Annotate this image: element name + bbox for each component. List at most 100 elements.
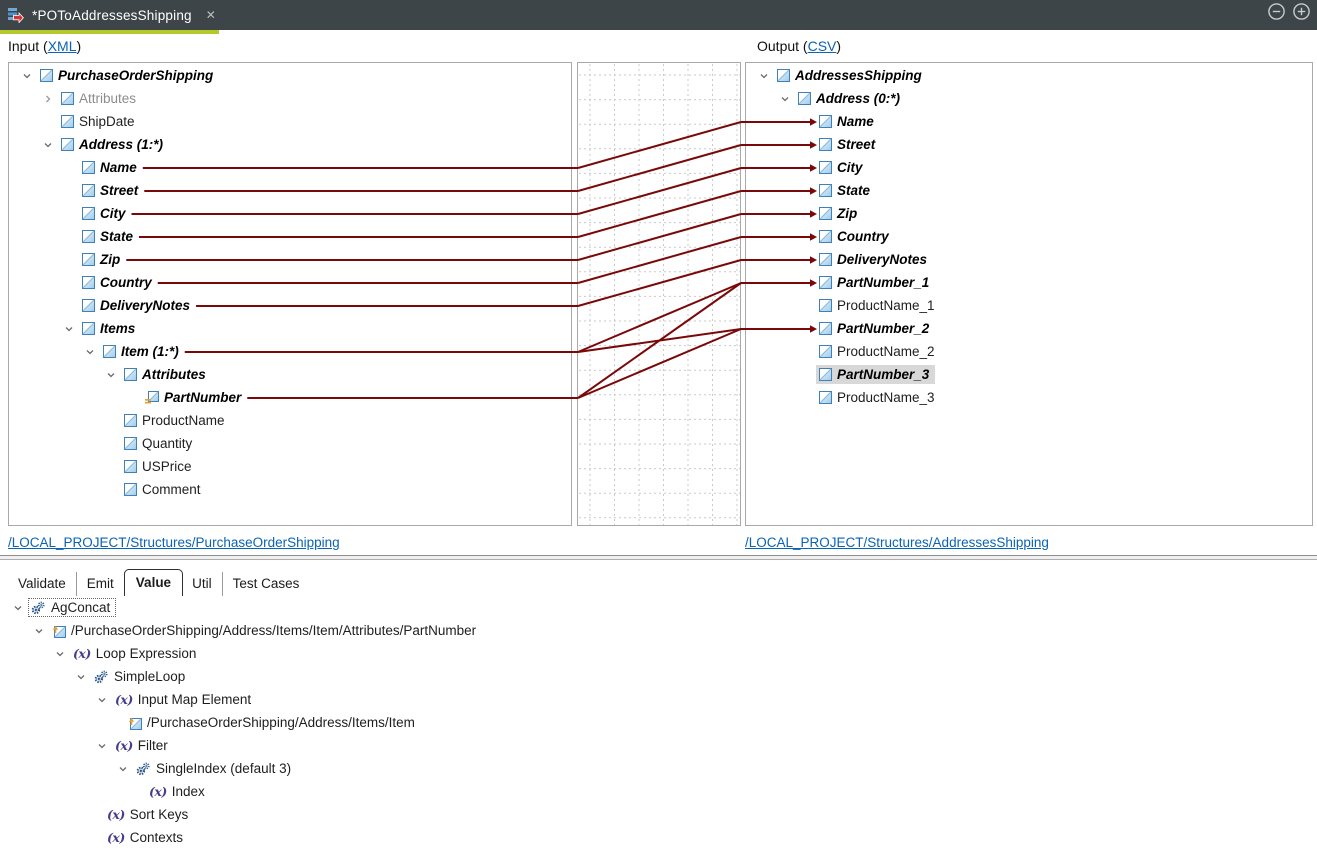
tree-row[interactable]: ProductName [9, 409, 571, 432]
chevron-down-icon[interactable] [80, 340, 100, 363]
chevron-down-icon[interactable] [113, 757, 133, 780]
chevron-spacer [796, 248, 816, 271]
circle-minus-icon[interactable] [1267, 2, 1286, 21]
tree-row[interactable]: State [9, 225, 571, 248]
output-header: Output (CSV) [757, 38, 842, 54]
tree-row[interactable]: Address (0:*) [746, 87, 1312, 110]
circle-plus-icon[interactable] [1292, 2, 1311, 21]
tree-row[interactable]: /PurchaseOrderShipping/Address/Items/Ite… [0, 711, 1317, 734]
chevron-down-icon[interactable] [101, 363, 121, 386]
chevron-down-icon[interactable] [71, 665, 91, 688]
tree-row[interactable]: ProductName_3 [746, 386, 1312, 409]
tree-row[interactable]: Country [9, 271, 571, 294]
tree-row[interactable]: ShipDate [9, 110, 571, 133]
tree-row[interactable]: (x)Sort Keys [0, 803, 1317, 826]
tree-row-content: Street [79, 181, 144, 200]
document-tab[interactable]: *POToAddressesShipping ✕ [0, 0, 226, 30]
tree-node-icon [819, 345, 832, 358]
tree-row[interactable]: (x)Index [0, 780, 1317, 803]
tree-row[interactable]: PartNumber_2 [746, 317, 1312, 340]
tree-item-label: Contexts [129, 830, 184, 845]
tree-row[interactable]: USPrice [9, 455, 571, 478]
tree-node-icon [82, 253, 95, 266]
horizontal-splitter[interactable] [0, 555, 1317, 560]
tree-item-label: Street [837, 137, 876, 152]
tree-row[interactable]: AddressesShipping [746, 64, 1312, 87]
tree-row[interactable]: Name [746, 110, 1312, 133]
tree-row[interactable]: /PurchaseOrderShipping/Address/Items/Ite… [0, 619, 1317, 642]
tab-util[interactable]: Util [182, 572, 223, 596]
input-format-link[interactable]: XML [47, 38, 77, 54]
tree-row[interactable]: SimpleLoop [0, 665, 1317, 688]
tree-row[interactable]: SingleIndex (default 3) [0, 757, 1317, 780]
tree-row[interactable]: ProductName_1 [746, 294, 1312, 317]
tree-row[interactable]: Items [9, 317, 571, 340]
tree-row[interactable]: PartNumber [9, 386, 571, 409]
tree-row[interactable]: DeliveryNotes [746, 248, 1312, 271]
tree-row[interactable]: (x)Filter [0, 734, 1317, 757]
chevron-down-icon[interactable] [775, 87, 795, 110]
chevron-spacer [59, 156, 79, 179]
tree-row-content: SimpleLoop [91, 667, 191, 686]
tree-row[interactable]: ProductName_2 [746, 340, 1312, 363]
tree-row[interactable]: PartNumber_3 [746, 363, 1312, 386]
tree-item-label: City [100, 206, 126, 221]
tree-row[interactable]: State [746, 179, 1312, 202]
tree-row[interactable]: Street [746, 133, 1312, 156]
tree-row[interactable]: City [9, 202, 571, 225]
tree-row[interactable]: Attributes [9, 87, 571, 110]
chevron-down-icon[interactable] [17, 64, 37, 87]
tree-row[interactable]: Item (1:*) [9, 340, 571, 363]
transform-gears-icon [31, 601, 46, 615]
tree-row[interactable]: Country [746, 225, 1312, 248]
tree-row[interactable]: Comment [9, 478, 571, 501]
chevron-spacer [796, 202, 816, 225]
chevron-down-icon[interactable] [29, 619, 49, 642]
input-structure-link[interactable]: /LOCAL_PROJECT/Structures/PurchaseOrderS… [8, 535, 340, 550]
tree-row[interactable]: AgConcat [0, 596, 1317, 619]
tab-test-cases[interactable]: Test Cases [232, 576, 300, 591]
chevron-spacer [796, 179, 816, 202]
tree-node-icon [819, 184, 832, 197]
tree-row[interactable]: (x)Loop Expression [0, 642, 1317, 665]
tab-emit[interactable]: Emit [77, 572, 125, 596]
chevron-down-icon[interactable] [59, 317, 79, 340]
chevron-down-icon[interactable] [8, 596, 28, 619]
mapping-file-icon [7, 7, 24, 23]
tab-validate[interactable]: Validate [8, 572, 77, 596]
tab-value[interactable]: Value [123, 569, 184, 596]
tree-row[interactable]: Zip [746, 202, 1312, 225]
tree-row[interactable]: Street [9, 179, 571, 202]
tree-row[interactable]: PurchaseOrderShipping [9, 64, 571, 87]
chevron-down-icon[interactable] [50, 642, 70, 665]
tree-row[interactable]: DeliveryNotes [9, 294, 571, 317]
chevron-spacer [92, 803, 104, 826]
tree-item-label: State [100, 229, 134, 244]
tree-row[interactable]: Zip [9, 248, 571, 271]
chevron-down-icon[interactable] [92, 688, 112, 711]
tree-row-content: Attributes [58, 89, 142, 108]
output-format-link[interactable]: CSV [807, 38, 837, 54]
tree-row[interactable]: City [746, 156, 1312, 179]
tree-row[interactable]: (x)Contexts [0, 826, 1317, 849]
tree-row[interactable]: Quantity [9, 432, 571, 455]
chevron-down-icon[interactable] [92, 734, 112, 757]
tree-item-label: Attributes [79, 91, 137, 106]
chevron-spacer [796, 317, 816, 340]
tree-row[interactable]: PartNumber_1 [746, 271, 1312, 294]
tree-row-content: Address (1:*) [58, 135, 169, 154]
tree-row-content: Item (1:*) [100, 342, 185, 361]
tree-row[interactable]: Address (1:*) [9, 133, 571, 156]
chevron-down-icon[interactable] [38, 133, 58, 156]
close-icon[interactable]: ✕ [205, 8, 216, 22]
tree-item-label: Zip [100, 252, 121, 267]
tree-row[interactable]: (x)Input Map Element [0, 688, 1317, 711]
tree-row-content: PartNumber_3 [816, 365, 936, 384]
active-tab-underline [0, 30, 219, 34]
chevron-right-icon[interactable] [38, 87, 58, 110]
tree-row[interactable]: Attributes [9, 363, 571, 386]
tree-node-icon [819, 299, 832, 312]
tree-row[interactable]: Name [9, 156, 571, 179]
output-structure-link[interactable]: /LOCAL_PROJECT/Structures/AddressesShipp… [745, 535, 1049, 550]
chevron-down-icon[interactable] [754, 64, 774, 87]
